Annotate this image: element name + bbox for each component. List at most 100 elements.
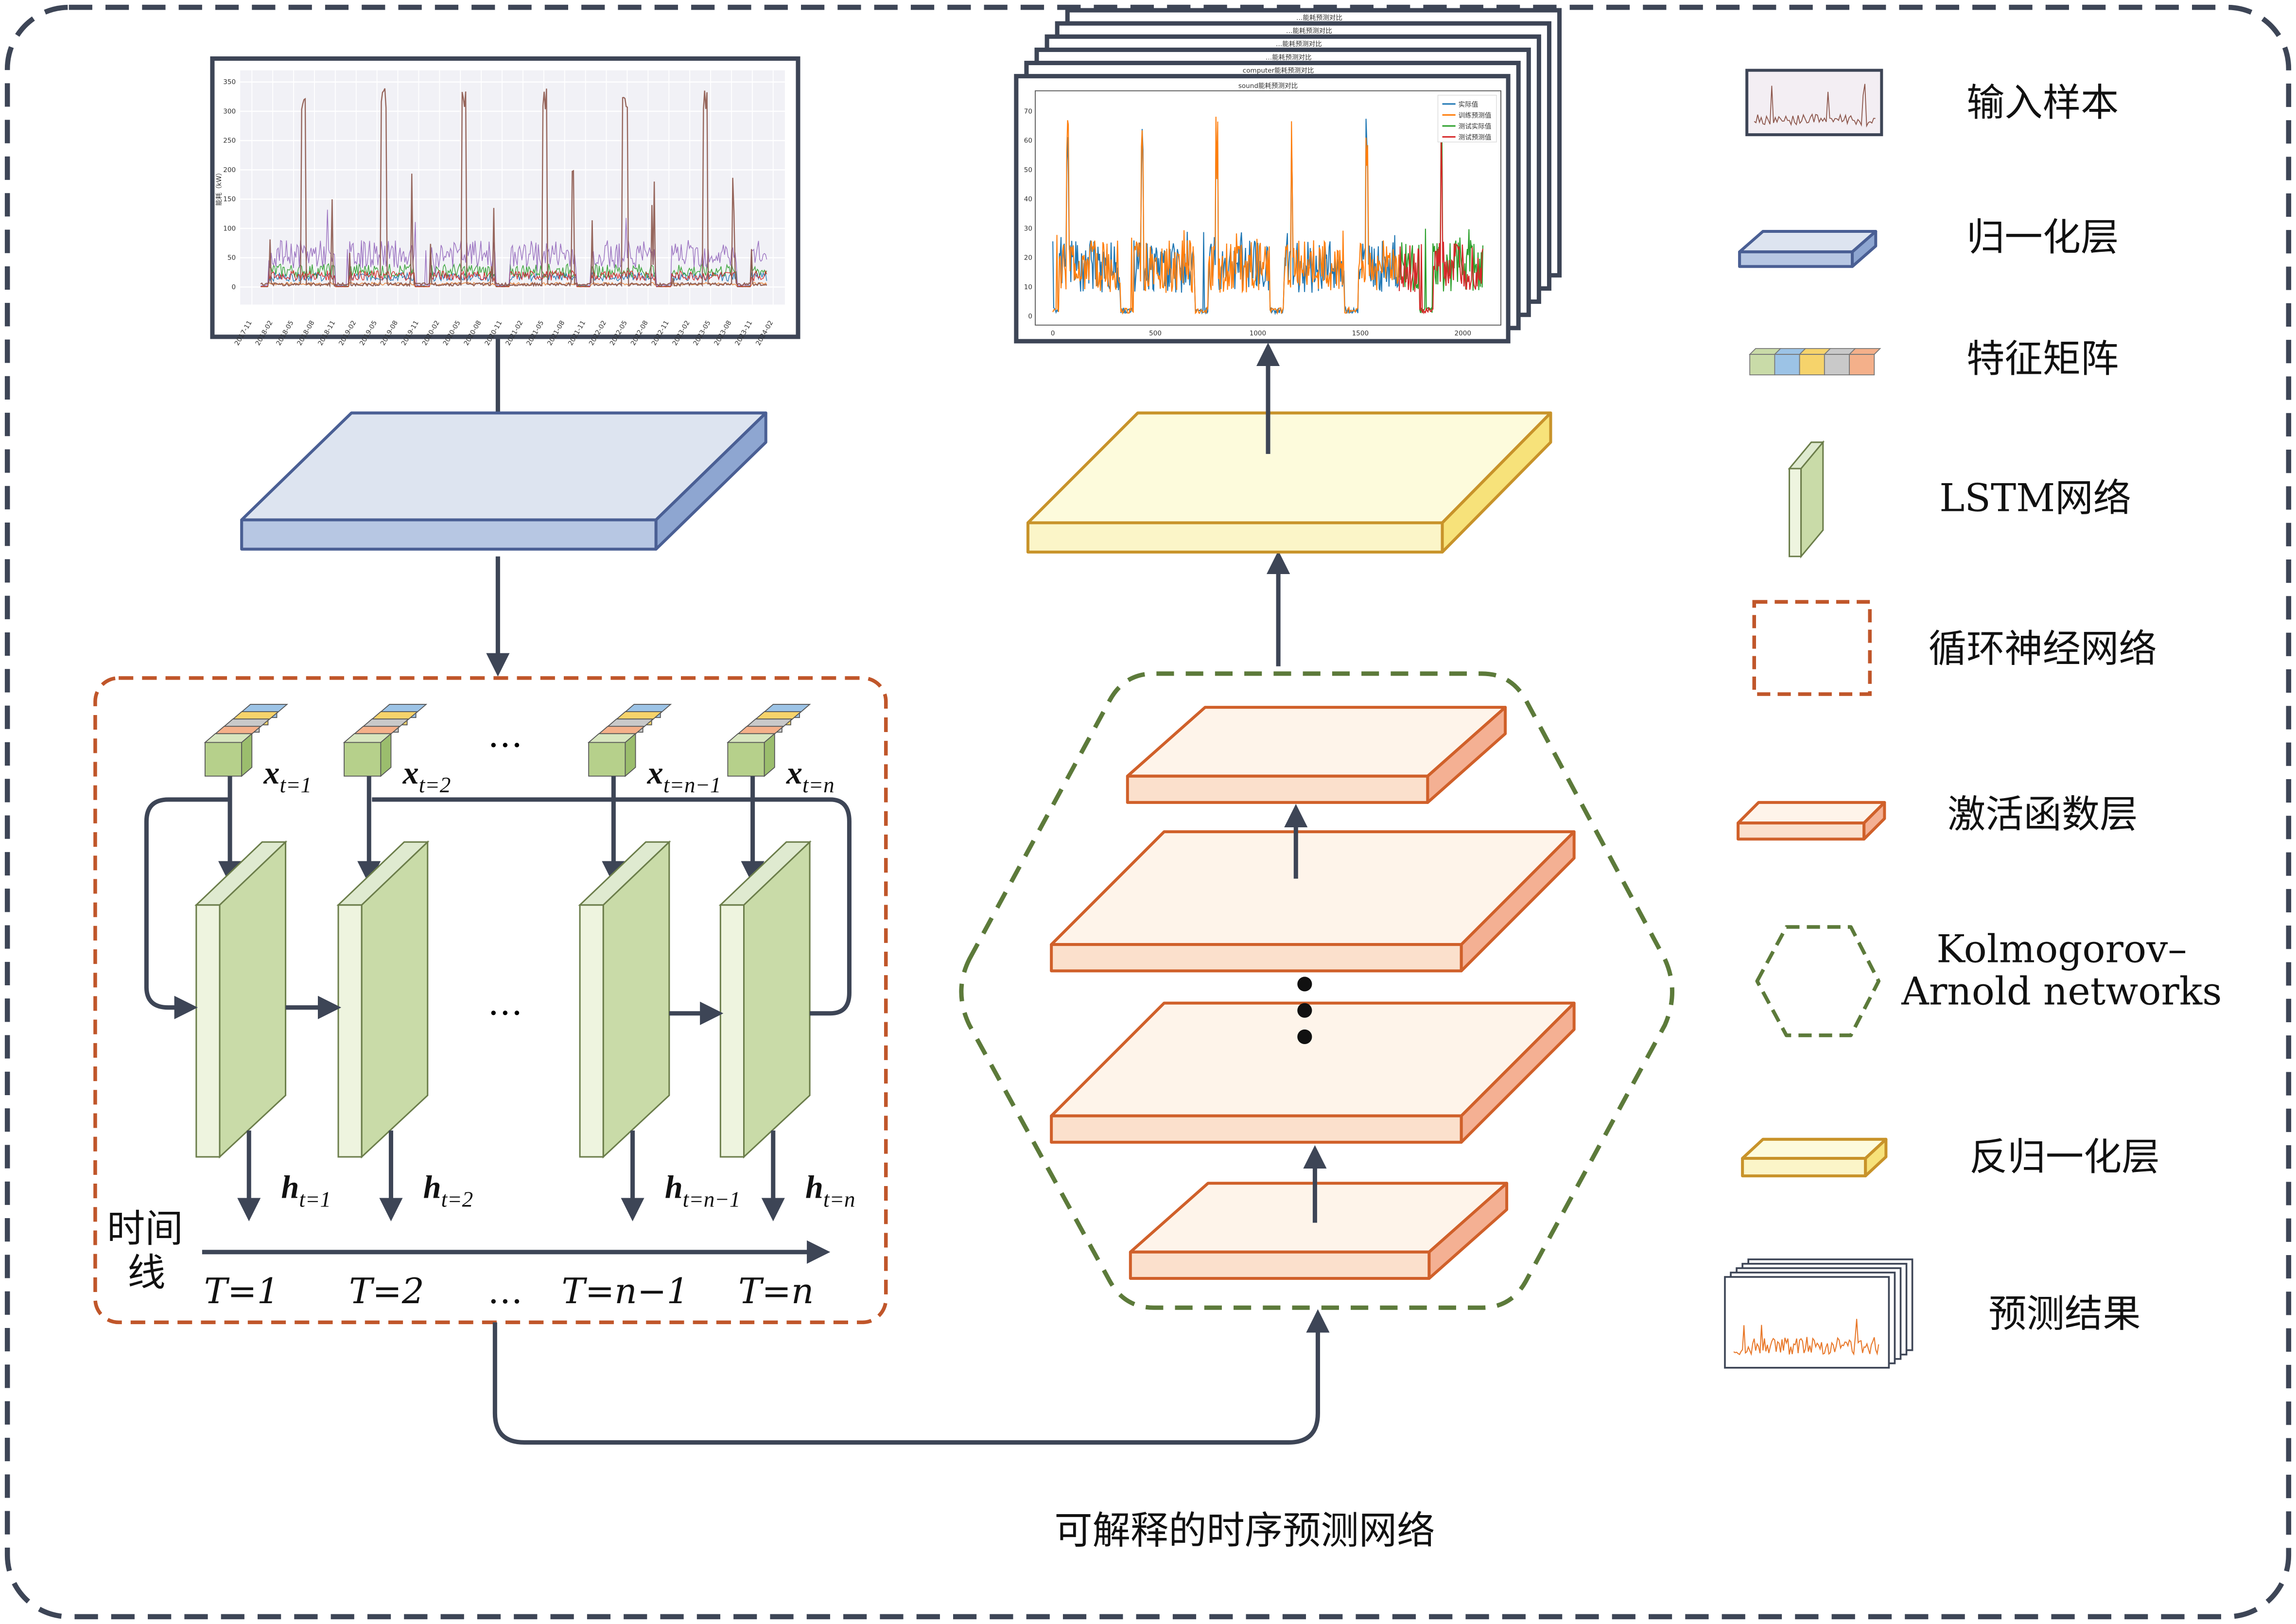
lstm-side <box>1800 440 1824 559</box>
hidden-label-base: h <box>805 1170 823 1205</box>
activation-layer-icon <box>1737 801 1886 841</box>
lstm-front <box>195 904 221 1158</box>
icon-frame <box>1724 1276 1890 1369</box>
legend-entry: 实际值 <box>1459 101 1478 108</box>
lstm-side <box>219 840 287 1159</box>
kan-dot <box>1297 1029 1312 1045</box>
input-label-sub: t=1 <box>280 773 312 797</box>
time-step-label: T=1 <box>204 1271 279 1312</box>
lstm-icon <box>1788 440 1825 559</box>
feature-cell <box>1774 354 1800 376</box>
feature-side <box>380 733 392 777</box>
activation-layer-icon-front <box>1737 821 1866 841</box>
feature-matrix <box>587 704 672 777</box>
feature-front <box>727 742 765 777</box>
stacked-chart-title: …能耗预测对比 <box>1276 40 1322 48</box>
input-label: xt=2 <box>402 755 451 797</box>
normalization-layer-icon <box>1738 229 1878 268</box>
y-tick-label: 40 <box>1024 195 1032 203</box>
icon-frame <box>1745 69 1883 137</box>
output-chart-title: sound能耗预测对比 <box>1238 82 1298 90</box>
time-step-label: T=n−1 <box>562 1271 689 1312</box>
x-tick-label: 1500 <box>1352 330 1369 337</box>
data-series-line <box>261 269 767 287</box>
rnn-ellipsis-mid: … <box>487 983 522 1024</box>
y-tick-label: 10 <box>1024 283 1032 291</box>
data-series-line <box>260 88 767 288</box>
icon-line <box>1733 1319 1879 1356</box>
y-tick-label: 150 <box>223 195 236 203</box>
time-step-label: … <box>487 1271 522 1312</box>
input-sample-icon <box>1745 69 1883 137</box>
legend-label: 特征矩阵 <box>1966 337 2119 381</box>
timeline-label-line2: 线 <box>127 1251 165 1295</box>
rnn-box-icon <box>1752 600 1872 696</box>
recurrent-loop-left <box>144 797 230 1019</box>
activation-layer-front <box>1126 774 1429 804</box>
input-label: xt=n <box>786 755 835 797</box>
denormalization-layer-icon-front <box>1741 1156 1867 1178</box>
y-tick-label: 50 <box>227 254 236 262</box>
input-chart-ylabel: 能耗（kW） <box>215 169 223 206</box>
x-tick-label: 1000 <box>1250 330 1266 337</box>
y-tick-label: 30 <box>1024 225 1032 232</box>
denormalization-layer-icon-side <box>1864 1137 1888 1178</box>
legend-label: Arnold networks <box>1901 970 2222 1014</box>
input-label-sub: t=n <box>802 773 835 797</box>
feature-side <box>625 733 636 777</box>
activation-layer-side <box>1427 1182 1509 1280</box>
prediction-result-stack: computer能耗预测对比…能耗预测对比…能耗预测对比…能耗预测对比…能耗预测… <box>1014 8 1562 344</box>
time-step-label: T=n <box>738 1271 814 1312</box>
y-tick-label: 250 <box>223 137 236 145</box>
icon-line <box>1754 84 1876 128</box>
feature-side <box>241 733 253 777</box>
x-tick-label: 2000 <box>1454 330 1471 337</box>
input-label-sub: t=2 <box>419 773 451 797</box>
denormalization-layer-icon <box>1741 1137 1888 1178</box>
activation-layer <box>1050 830 1576 973</box>
activation-layer-side <box>1460 830 1576 973</box>
kan-hexagon <box>959 671 1674 1310</box>
activation-layer-front <box>1050 1114 1463 1144</box>
timeline-label: 时间 线 <box>107 1207 195 1295</box>
lstm-side <box>361 840 429 1159</box>
lstm-front <box>1789 468 1802 558</box>
recurrent-loop-right <box>615 797 852 1016</box>
chart-legend-box <box>1437 95 1497 142</box>
input-label: xt=1 <box>263 755 312 797</box>
data-series-line <box>260 262 767 287</box>
input-label-base: x <box>647 755 663 791</box>
activation-layer-icon-top <box>1737 801 1886 825</box>
activation-layer-side <box>1426 706 1507 804</box>
data-series-line <box>261 210 767 287</box>
lstm-front <box>579 904 604 1158</box>
legend-entry: 测试预测值 <box>1459 134 1492 141</box>
x-tick-label: 0 <box>1051 330 1055 337</box>
y-tick-label: 300 <box>223 107 236 115</box>
activation-layer-icon-side <box>1862 801 1886 841</box>
kan-hexagon-icon <box>1755 925 1881 1037</box>
time-step-label: T=2 <box>349 1271 424 1312</box>
hidden-label: ht=n−1 <box>665 1170 741 1211</box>
hidden-label: ht=2 <box>423 1170 473 1211</box>
normalization-layer-icon-front <box>1738 250 1854 268</box>
hidden-label-base: h <box>281 1170 299 1205</box>
hidden-label-sub: t=1 <box>299 1187 331 1211</box>
lstm-front <box>719 904 745 1158</box>
denormalization-layer <box>1026 411 1552 554</box>
feature-cell <box>1749 354 1775 376</box>
lstm-front <box>337 904 363 1158</box>
y-tick-label: 200 <box>223 166 236 174</box>
legend-label: Kolmogorov– <box>1936 927 2187 971</box>
hidden-label-sub: t=2 <box>441 1187 473 1211</box>
feature-side <box>764 733 775 777</box>
y-tick-label: 350 <box>223 78 236 86</box>
arrow-rnn-to-kan <box>492 1309 1330 1445</box>
input-label-sub: t=n−1 <box>663 773 721 797</box>
hidden-label-sub: t=n <box>823 1187 855 1211</box>
y-tick-label: 0 <box>232 283 236 291</box>
input-label-base: x <box>402 755 419 791</box>
legend-entry: 测试实际值 <box>1459 123 1492 131</box>
